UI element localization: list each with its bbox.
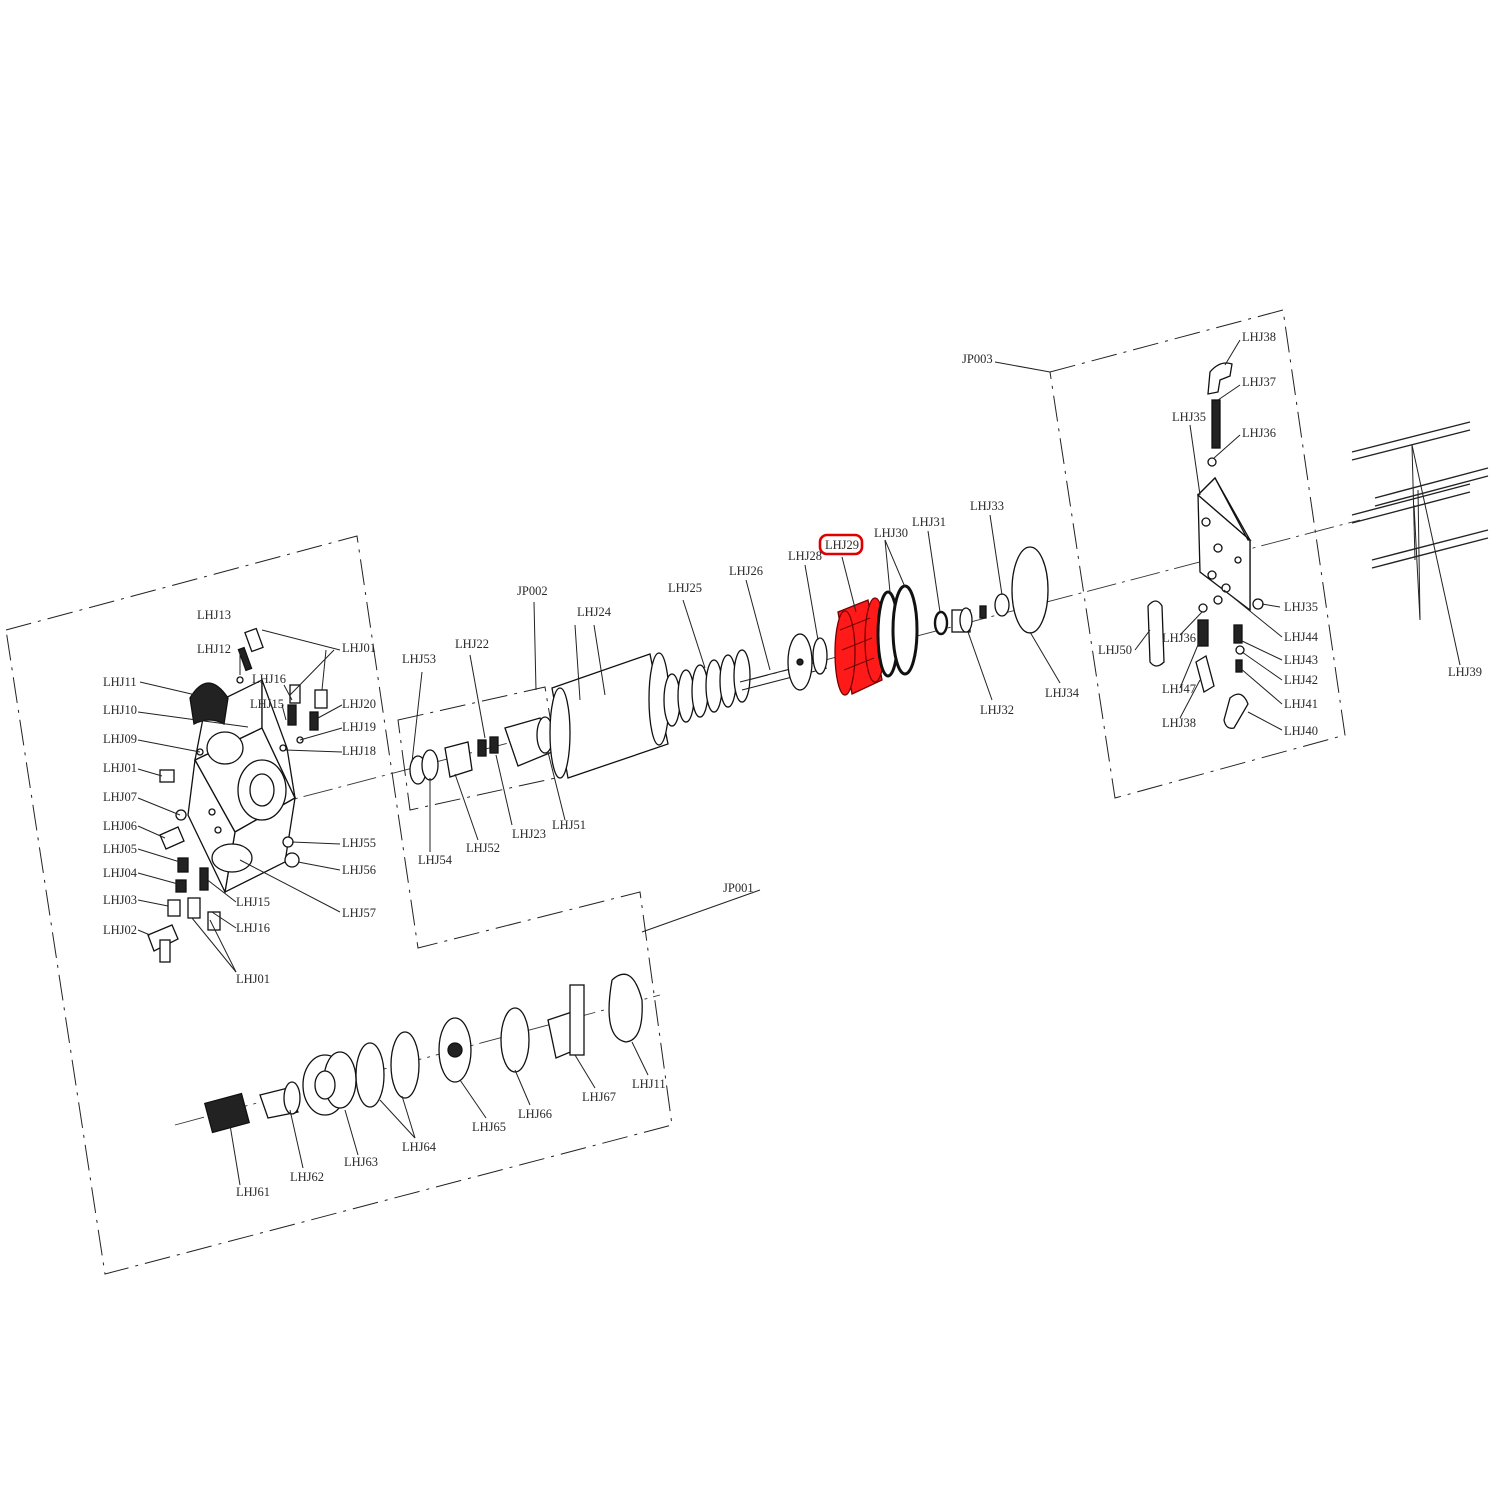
label-lhj02: LHJ02 [103,923,137,937]
label-lhj15-b: LHJ15 [236,895,270,909]
label-lhj62: LHJ62 [290,1170,324,1184]
group-label-jp001: JP001 [723,881,754,895]
label-lhj51: LHJ51 [552,818,586,832]
label-lhj01-a: LHJ01 [103,761,137,775]
label-lhj15-a: LHJ15 [250,697,284,711]
label-lhj66: LHJ66 [518,1107,552,1121]
label-lhj64: LHJ64 [402,1140,437,1154]
label-lhj25: LHJ25 [668,581,702,595]
label-lhj28: LHJ28 [788,549,822,563]
label-lhj29: LHJ29 [825,538,859,552]
label-lhj40: LHJ40 [1284,724,1318,738]
label-lhj32: LHJ32 [980,703,1014,717]
label-lhj19: LHJ19 [342,720,376,734]
leader-lines [137,339,1461,1186]
label-lhj11-b: LHJ11 [632,1077,666,1091]
label-lhj36-b: LHJ36 [1162,631,1196,645]
label-lhj09: LHJ09 [103,732,137,746]
label-lhj44: LHJ44 [1284,630,1319,644]
manifold-block [187,678,296,895]
label-lhj57: LHJ57 [342,906,376,920]
label-lhj01-c: LHJ01 [236,972,270,986]
label-lhj20: LHJ20 [342,697,376,711]
label-lhj05: LHJ05 [103,842,137,856]
label-lhj37: LHJ37 [1242,375,1276,389]
label-lhj23: LHJ23 [512,827,546,841]
tie-rods-lhj39 [1351,421,1489,569]
label-lhj53: LHJ53 [402,652,436,666]
jp002-parts [409,716,554,785]
label-lhj01-b: LHJ01 [342,641,376,655]
label-lhj31: LHJ31 [912,515,946,529]
group-frame-jp003 [1049,309,1346,799]
label-lhj16-a: LHJ16 [252,672,286,686]
group-label-jp002: JP002 [517,584,548,598]
label-lhj03: LHJ03 [103,893,137,907]
label-lhj13: LHJ13 [197,608,231,622]
jp003-fittings [1147,362,1264,729]
label-lhj10: LHJ10 [103,703,137,717]
rod-lhj26 [739,633,828,691]
label-lhj33: LHJ33 [970,499,1004,513]
label-lhj16-b: LHJ16 [236,921,270,935]
label-lhj43: LHJ43 [1284,653,1318,667]
label-lhj22: LHJ22 [455,637,489,651]
label-lhj55: LHJ55 [342,836,376,850]
label-lhj61: LHJ61 [236,1185,270,1199]
highlight-box-lhj29 [818,533,864,556]
label-lhj38-a: LHJ38 [1242,330,1276,344]
label-lhj35-b: LHJ35 [1284,600,1318,614]
label-lhj35-a: LHJ35 [1172,410,1206,424]
seals-lhj30 [876,584,919,678]
oring-lhj34 [1011,546,1049,634]
manifold-fittings [147,627,328,963]
label-lhj67: LHJ67 [582,1090,616,1104]
label-lhj18: LHJ18 [342,744,376,758]
label-lhj38-b: LHJ38 [1162,716,1196,730]
label-lhj50: LHJ50 [1098,643,1132,657]
end-block-jp003 [1197,476,1252,612]
label-lhj12: LHJ12 [197,642,231,656]
label-lhj63: LHJ63 [344,1155,378,1169]
label-lhj34: LHJ34 [1045,686,1080,700]
label-lhj39: LHJ39 [1448,665,1482,679]
label-lhj65: LHJ65 [472,1120,506,1134]
seal-lhj31 [933,610,949,636]
label-lhj41: LHJ41 [1284,697,1318,711]
label-lhj42: LHJ42 [1284,673,1318,687]
group-label-jp003: JP003 [962,352,993,366]
label-lhj30: LHJ30 [874,526,908,540]
label-lhj24: LHJ24 [577,605,612,619]
piston-lhj29-highlighted [834,597,886,696]
label-lhj52: LHJ52 [466,841,500,855]
label-lhj11-a: LHJ11 [103,675,137,689]
label-lhj54: LHJ54 [418,853,453,867]
label-lhj06: LHJ06 [103,819,137,833]
part-labels: LHJ13 LHJ12 LHJ11 LHJ10 LHJ09 LHJ01 LHJ0… [103,330,1482,1199]
nut-lhj33 [994,593,1010,617]
cylinder-lhj24 [549,652,670,779]
label-lhj04: LHJ04 [103,866,138,880]
group-frame-main-block [5,535,673,1275]
label-lhj56: LHJ56 [342,863,376,877]
jp001-parts [203,973,643,1134]
washer-lhj28 [812,637,828,675]
group-frame-jp002 [397,686,561,811]
label-lhj47: LHJ47 [1162,682,1196,696]
label-lhj07: LHJ07 [103,790,137,804]
label-lhj36-a: LHJ36 [1242,426,1276,440]
spring-lhj25 [663,649,751,727]
valve-lhj32 [951,605,987,633]
label-lhj26: LHJ26 [729,564,763,578]
